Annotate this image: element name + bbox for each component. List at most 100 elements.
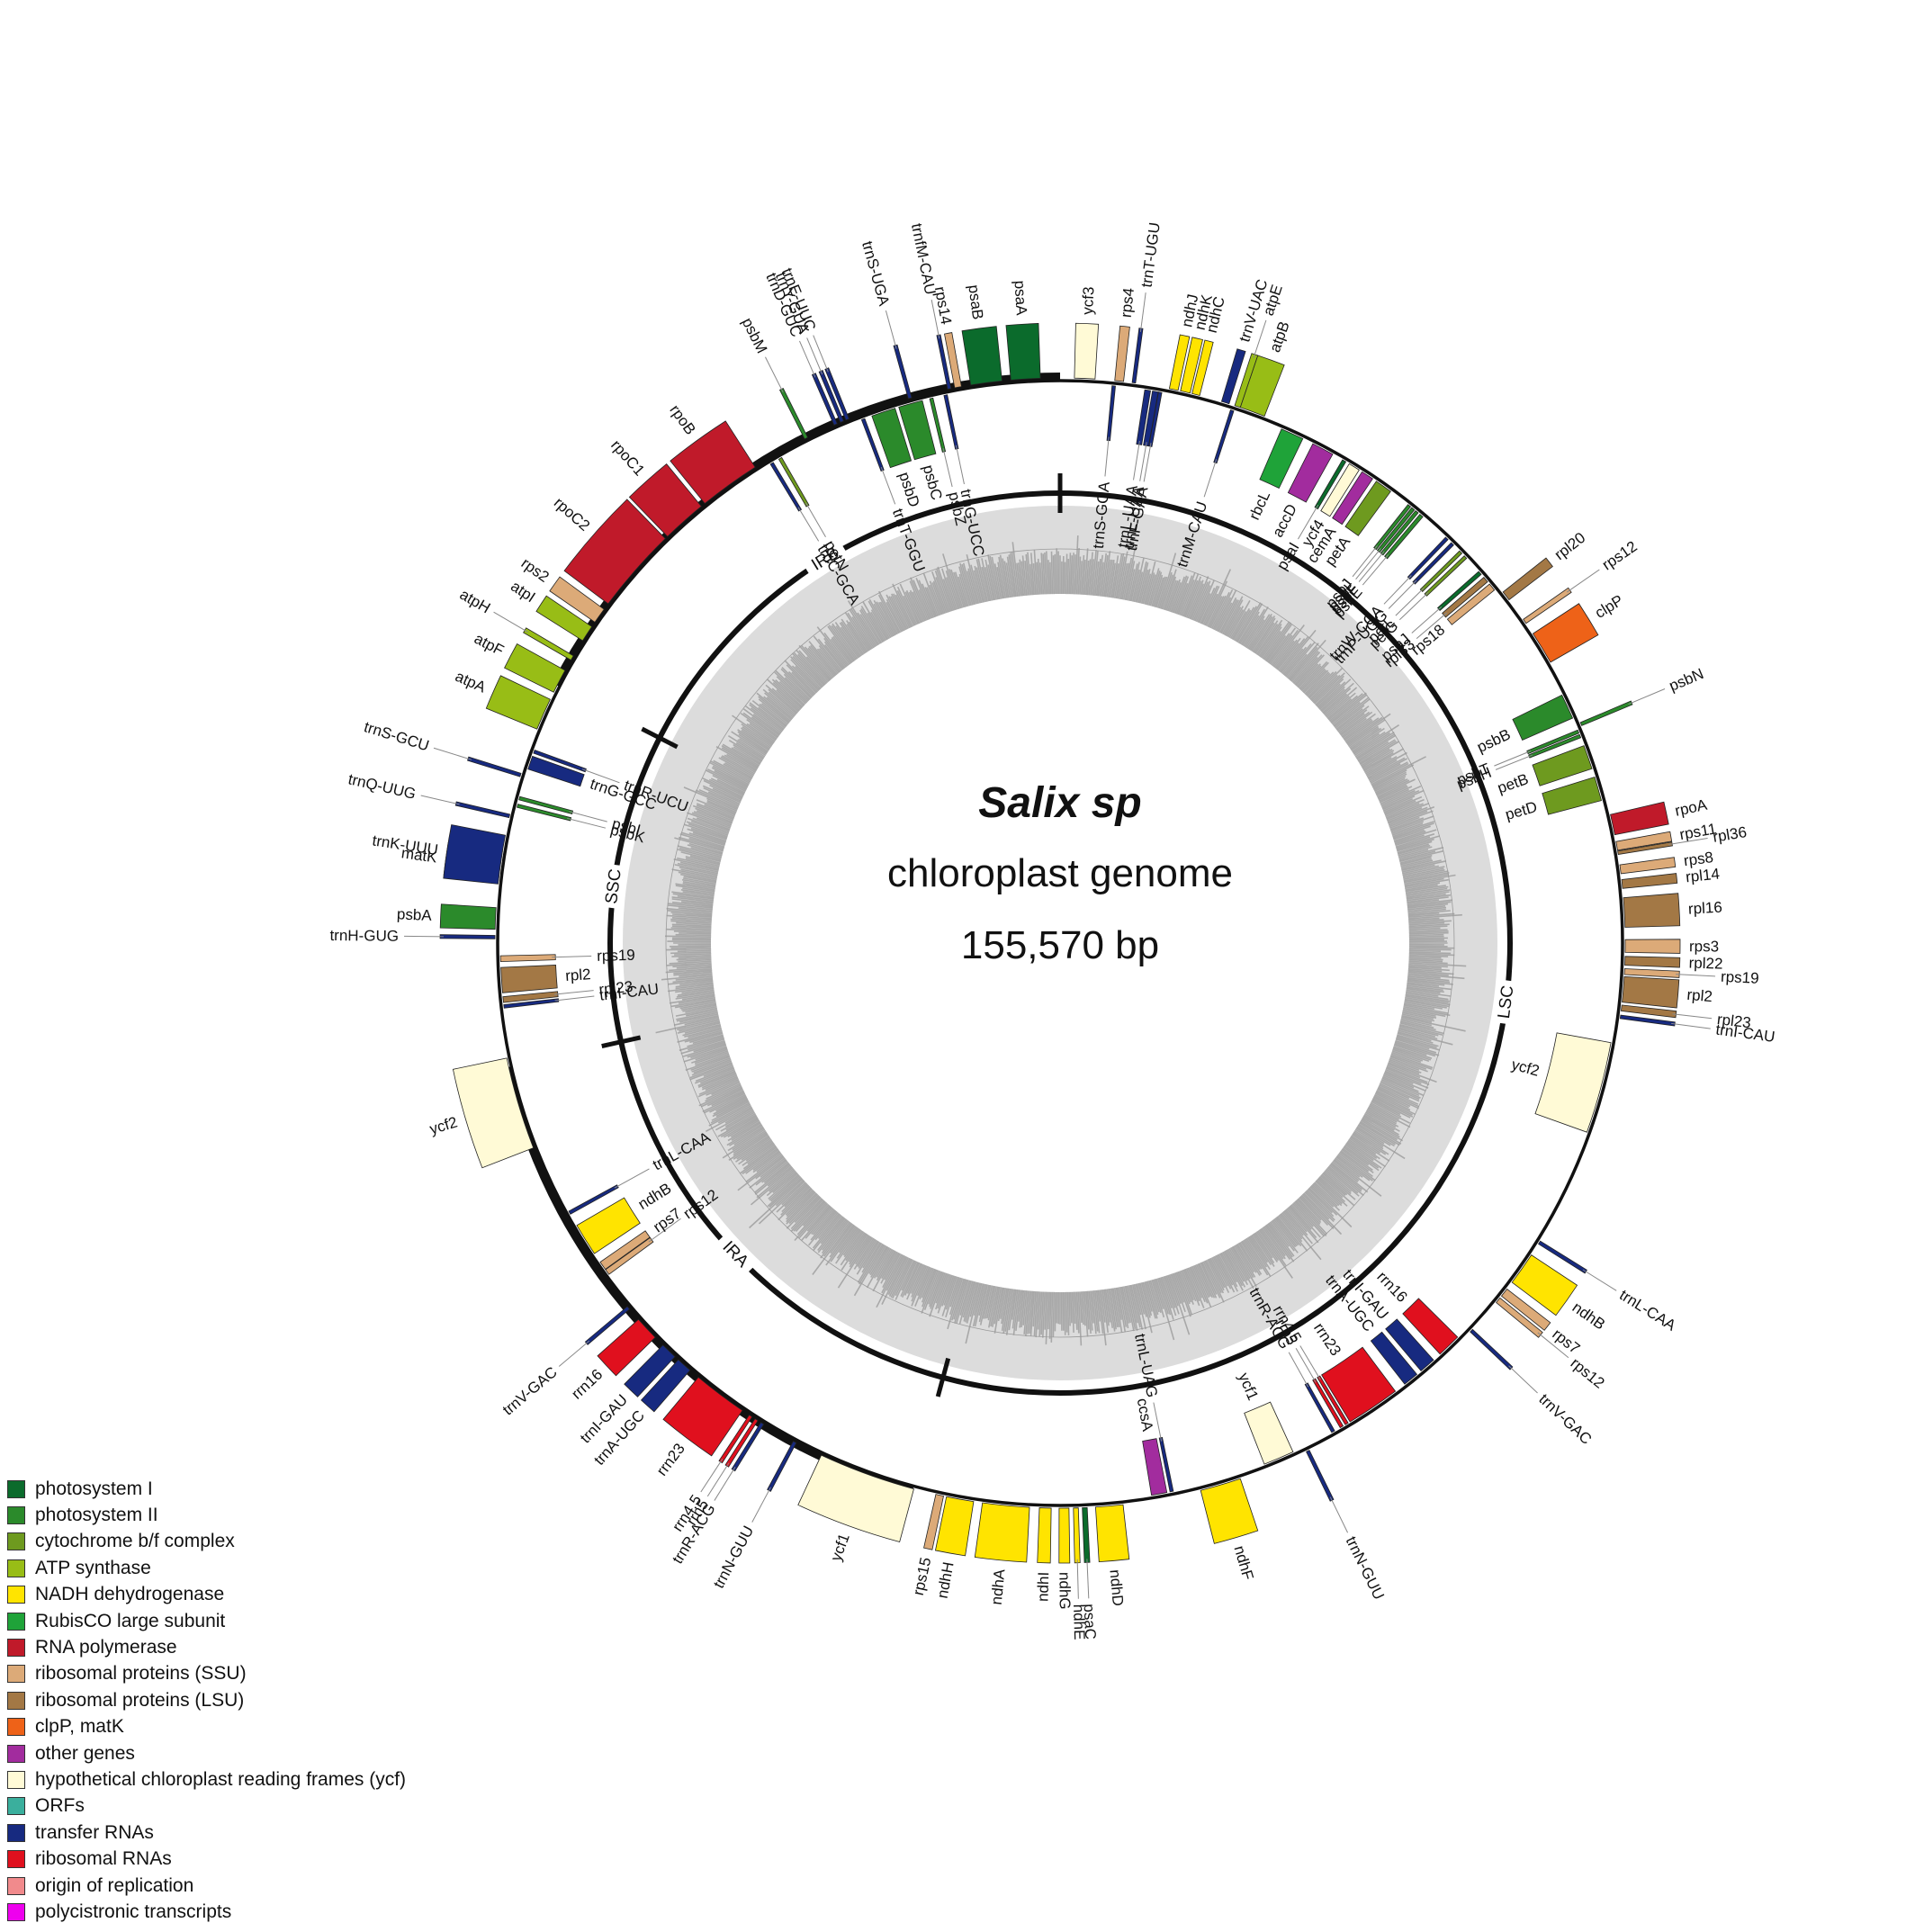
gene-block[interactable] [597, 1318, 656, 1377]
gene-block[interactable] [1370, 1331, 1418, 1385]
gene-block[interactable] [1082, 1506, 1091, 1563]
gene-block[interactable] [1380, 509, 1419, 556]
gene-block[interactable] [936, 334, 952, 391]
gene-block[interactable] [797, 1454, 914, 1543]
gene-block[interactable] [517, 804, 572, 822]
gene-block[interactable] [1446, 583, 1496, 625]
gene-block[interactable] [1142, 1438, 1168, 1496]
gene-block[interactable] [929, 397, 947, 453]
gene-block[interactable] [452, 1057, 535, 1169]
gene-block[interactable] [1617, 841, 1673, 855]
gene-block[interactable] [1623, 893, 1681, 928]
gene-block[interactable] [1213, 409, 1235, 464]
gene-block[interactable] [439, 903, 497, 930]
gene-block[interactable] [1412, 542, 1454, 585]
gene-block[interactable] [662, 1376, 743, 1457]
gene-block[interactable] [605, 1236, 654, 1275]
gene-block[interactable] [824, 367, 850, 421]
gene-block[interactable] [1191, 339, 1214, 396]
gene-block[interactable] [1005, 323, 1041, 381]
gene-block[interactable] [640, 1359, 691, 1413]
gene-block[interactable] [1532, 745, 1593, 786]
gene-block[interactable] [518, 795, 574, 814]
gene-block[interactable] [1579, 700, 1633, 726]
gene-block[interactable] [1615, 831, 1673, 851]
gene-block[interactable] [1168, 334, 1191, 391]
gene-block[interactable] [1622, 975, 1680, 1009]
gene-block[interactable] [500, 965, 558, 993]
gene-block[interactable] [1623, 968, 1680, 978]
gene-block[interactable] [731, 1422, 765, 1472]
gene-block[interactable] [1619, 1014, 1676, 1027]
gene-block[interactable] [502, 991, 559, 1003]
gene-block[interactable] [1502, 557, 1553, 601]
gene-block[interactable] [533, 749, 587, 773]
gene-block[interactable] [769, 462, 803, 512]
gene-block[interactable] [1180, 337, 1203, 394]
gene-block[interactable] [767, 1441, 797, 1492]
gene-block[interactable] [1148, 391, 1163, 447]
gene-block[interactable] [1220, 348, 1246, 405]
gene-block[interactable] [1470, 1328, 1514, 1370]
gene-block[interactable] [1538, 1240, 1587, 1274]
gene-block[interactable] [893, 344, 913, 400]
gene-block[interactable] [1312, 1378, 1344, 1429]
gene-block[interactable] [467, 756, 522, 777]
gene-block[interactable] [485, 675, 551, 730]
gene-block[interactable] [1385, 1318, 1434, 1371]
gene-block[interactable] [961, 326, 1002, 386]
gene-block[interactable] [443, 824, 507, 885]
gene-block[interactable] [535, 595, 593, 642]
gene-block[interactable] [503, 998, 560, 1009]
gene-block[interactable] [1106, 385, 1116, 442]
gene-block[interactable] [1287, 443, 1334, 503]
gene-block[interactable] [898, 400, 937, 461]
gene-block[interactable] [1621, 873, 1678, 889]
gene-block[interactable] [871, 408, 913, 469]
gene-block[interactable] [1058, 1507, 1071, 1564]
gene-block[interactable] [1136, 389, 1151, 445]
gene-block[interactable] [549, 576, 605, 623]
gene-block[interactable] [1200, 1478, 1259, 1544]
gene-block[interactable] [974, 1502, 1030, 1563]
gene-block[interactable] [1500, 1288, 1551, 1331]
gene-block[interactable] [1095, 1504, 1130, 1563]
gene-block[interactable] [1239, 355, 1285, 418]
gene-block[interactable] [454, 801, 511, 819]
gene-block[interactable] [1542, 777, 1602, 815]
gene-block[interactable] [1424, 555, 1468, 597]
gene-block[interactable] [1158, 1436, 1174, 1493]
gene-block[interactable] [943, 394, 959, 450]
gene-block[interactable] [599, 1230, 651, 1271]
gene-block[interactable] [1314, 459, 1347, 510]
gene-block[interactable] [1619, 857, 1677, 875]
gene-block[interactable] [718, 1414, 753, 1464]
gene-block[interactable] [1114, 325, 1130, 382]
gene-block[interactable] [1528, 733, 1582, 759]
gene-block[interactable] [1259, 428, 1304, 490]
gene-block[interactable] [1131, 328, 1144, 384]
gene-block[interactable] [934, 1496, 975, 1557]
gene-block[interactable] [724, 1418, 759, 1468]
gene-block[interactable] [628, 463, 702, 537]
gene-block[interactable] [1074, 322, 1100, 380]
gene-block[interactable] [1304, 1382, 1335, 1433]
gene-block[interactable] [563, 499, 666, 605]
gene-block[interactable] [439, 934, 496, 939]
gene-block[interactable] [1624, 956, 1681, 968]
gene-block[interactable] [527, 755, 585, 787]
gene-block[interactable] [568, 1184, 619, 1215]
gene-block[interactable] [1610, 801, 1669, 836]
gene-block[interactable] [811, 373, 838, 426]
gene-block[interactable] [1523, 587, 1572, 625]
gene-block[interactable] [778, 456, 810, 508]
gene-block[interactable] [1402, 1298, 1459, 1355]
gene-block[interactable] [1244, 1401, 1294, 1465]
gene-block[interactable] [499, 954, 556, 963]
gene-block[interactable] [1384, 513, 1424, 560]
gene-block[interactable] [1526, 729, 1580, 755]
gene-block[interactable] [818, 370, 844, 423]
gene-block[interactable] [1376, 507, 1416, 553]
gene-block[interactable] [1419, 550, 1463, 592]
gene-block[interactable] [1321, 1346, 1397, 1423]
